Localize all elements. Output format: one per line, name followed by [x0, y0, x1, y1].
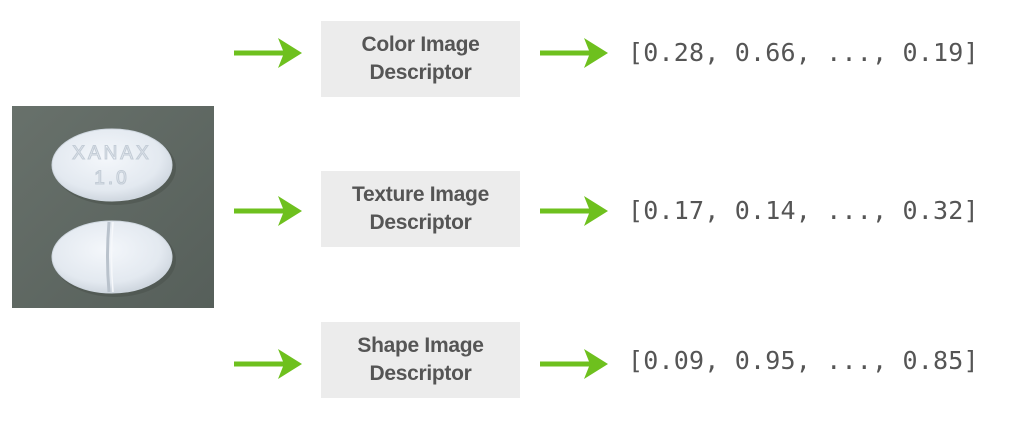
- top-pill: [51, 128, 173, 202]
- right-arrow-icon: [540, 38, 608, 68]
- descriptor-label-line1: Texture Image: [352, 183, 489, 206]
- descriptor-label-line2: Descriptor: [369, 211, 472, 234]
- shape-feature-vector: [0.09, 0.95, ..., 0.85]: [628, 346, 979, 375]
- input-arrow-texture: [232, 193, 304, 229]
- pill-imprint-line2: 1.0: [94, 168, 129, 189]
- output-arrow-texture: [538, 193, 610, 229]
- descriptor-label-line1: Shape Image: [357, 334, 484, 357]
- output-arrow-color: [538, 35, 610, 71]
- texture-feature-vector: [0.17, 0.14, ..., 0.32]: [628, 196, 979, 225]
- right-arrow-icon: [234, 349, 302, 379]
- texture-descriptor-box: Texture Image Descriptor: [321, 171, 520, 247]
- color-feature-vector: [0.28, 0.66, ..., 0.19]: [628, 38, 979, 67]
- color-descriptor-box: Color Image Descriptor: [321, 21, 520, 97]
- input-arrow-shape: [232, 346, 304, 382]
- pill-imprint-line1: XANAX: [72, 143, 151, 164]
- right-arrow-icon: [540, 196, 608, 226]
- pill-photo: XANAX 1.0: [12, 106, 214, 308]
- input-arrow-color: [232, 35, 304, 71]
- shape-descriptor-box: Shape Image Descriptor: [321, 322, 520, 398]
- descriptor-label-line2: Descriptor: [369, 362, 472, 385]
- descriptor-label-line2: Descriptor: [369, 61, 472, 84]
- output-arrow-shape: [538, 346, 610, 382]
- pill-score-line: [106, 221, 111, 293]
- right-arrow-icon: [234, 196, 302, 226]
- descriptor-label-line1: Color Image: [361, 33, 480, 56]
- pill-illustration: XANAX 1.0: [12, 106, 214, 308]
- right-arrow-icon: [234, 38, 302, 68]
- right-arrow-icon: [540, 349, 608, 379]
